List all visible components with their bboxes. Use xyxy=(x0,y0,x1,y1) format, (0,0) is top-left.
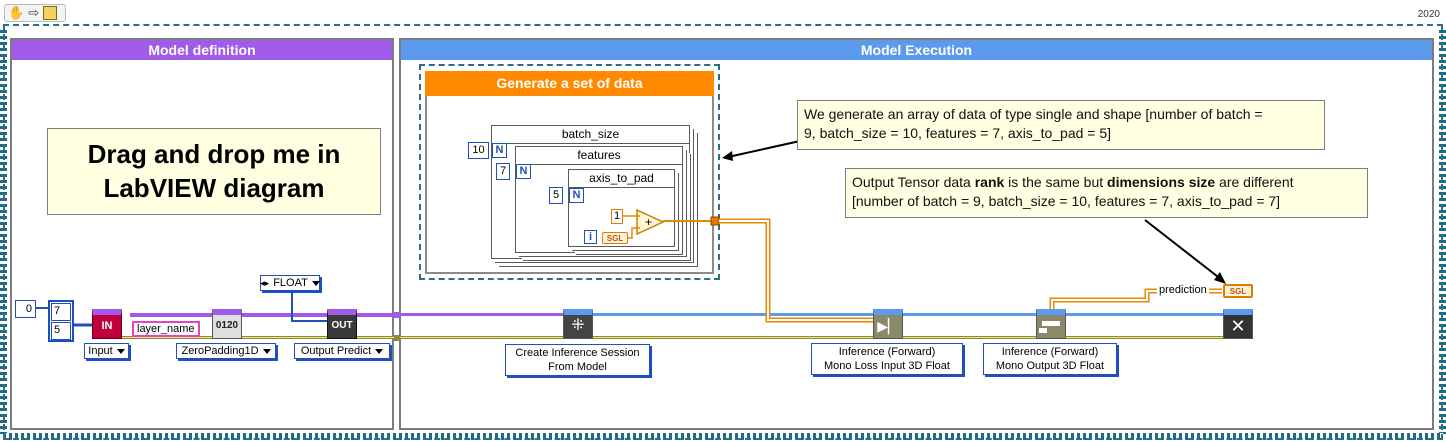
version-label: 2020 xyxy=(1417,9,1440,20)
features-constant[interactable]: 7 xyxy=(496,163,510,180)
note-arrowhead-tensor xyxy=(1214,272,1226,284)
zeropadding-polymorphic-ring[interactable]: ZeroPadding1D xyxy=(176,343,276,359)
wire-session[interactable] xyxy=(590,313,1230,316)
wire-data-array-core xyxy=(719,220,895,321)
output-polymorphic-ring[interactable]: Output Predict xyxy=(294,343,390,359)
input-polymorphic-ring[interactable]: Input xyxy=(84,343,129,359)
tensor-note-rank: rank xyxy=(974,174,1005,190)
generate-frame-title: Generate a set of data xyxy=(425,71,714,96)
zeropadding1d-vi[interactable]: 0120 xyxy=(212,309,242,339)
tensor-rank-note: Output Tensor data rank is the same but … xyxy=(845,168,1368,218)
note-arrow-tensor xyxy=(1144,219,1223,281)
drag-line-2: LabVIEW diagram xyxy=(103,173,325,203)
data-note-line-1: We generate an array of data of type sin… xyxy=(804,106,1263,122)
hand-tool-icon[interactable]: ✋ xyxy=(8,5,25,20)
output-layer-vi[interactable]: OUT xyxy=(327,309,357,339)
arrow-tool-icon[interactable]: ⇨ xyxy=(28,5,40,20)
model-definition-title: Model definition xyxy=(12,40,392,60)
axis-to-pad-constant[interactable]: 5 xyxy=(549,187,563,204)
input-layer-vi[interactable]: IN xyxy=(92,309,122,339)
one-constant[interactable]: 1 xyxy=(611,209,623,224)
create-session-ring[interactable]: Create Inference Session From Model xyxy=(505,344,650,376)
tensor-note-line-1: Output Tensor data rank is the same but … xyxy=(852,173,1361,192)
shape-array-constant[interactable]: 7 5 xyxy=(48,300,74,342)
session-grid-icon: ⁜ xyxy=(571,317,585,334)
float-type-ring[interactable]: ◂▸ FLOAT xyxy=(260,275,320,291)
wire-float-enum[interactable] xyxy=(291,291,330,322)
prediction-wire-label: prediction xyxy=(1157,284,1209,296)
output-ring-label: Output Predict xyxy=(300,345,372,357)
wire-data-array[interactable] xyxy=(719,218,895,323)
float-type-ring-label: FLOAT xyxy=(273,277,308,289)
loop-output-tunnel[interactable] xyxy=(710,216,720,226)
shape-array-element-1[interactable]: 5 xyxy=(51,322,71,340)
flat-sequence-frame xyxy=(3,24,1443,440)
run-arrow-icon[interactable] xyxy=(43,6,58,20)
inference-output-ring[interactable]: Inference (Forward) Mono Output 3D Float xyxy=(983,343,1117,375)
inference-loss-vi[interactable]: ▶▏ xyxy=(873,309,903,339)
loop-label-axis-to-pad: axis_to_pad xyxy=(569,170,674,188)
layer-name-constant[interactable]: layer_name xyxy=(132,321,200,337)
add-function-icon[interactable]: + xyxy=(636,209,664,235)
prediction-indicator[interactable]: SGL xyxy=(1223,284,1253,298)
forward-a-line-2: Mono Loss Input 3D Float xyxy=(824,360,950,372)
chevron-down-icon[interactable] xyxy=(375,348,384,354)
model-execution-title: Model Execution xyxy=(401,40,1432,60)
chevron-down-icon[interactable] xyxy=(311,280,320,286)
batch-count-terminal[interactable]: N xyxy=(492,143,507,158)
features-count-terminal[interactable]: N xyxy=(516,164,531,179)
shape-array-element-0[interactable]: 7 xyxy=(51,303,71,321)
forward-a-line-1: Inference (Forward) xyxy=(838,346,936,358)
wire-model-class[interactable] xyxy=(130,313,400,317)
note-arrow-data xyxy=(727,140,801,158)
create-ring-line-2: From Model xyxy=(548,361,607,373)
wire-error-cluster-stripe xyxy=(120,337,1230,338)
frame-border-bottom xyxy=(3,433,1443,440)
inference-loss-ring[interactable]: Inference (Forward) Mono Loss Input 3D F… xyxy=(811,343,963,375)
wire-tunnel-error[interactable] xyxy=(394,335,400,341)
note-arrowhead-data xyxy=(722,151,733,161)
drag-line-1: Drag and drop me in xyxy=(87,139,341,169)
inference-output-vi[interactable] xyxy=(1036,309,1066,339)
wire-sgl-to-add[interactable] xyxy=(628,227,640,239)
zeropadding-ring-label: ZeroPadding1D xyxy=(181,345,259,357)
to-single-icon[interactable]: SGL xyxy=(602,232,628,244)
wire-tunnel-class[interactable] xyxy=(394,312,400,318)
forward-b-line-1: Inference (Forward) xyxy=(1001,346,1099,358)
tensor-note-mid: is the same but xyxy=(1004,174,1108,190)
close-x-icon: ✕ xyxy=(1230,316,1246,336)
tensor-note-line-2: [number of batch = 9, batch_size = 10, f… xyxy=(852,193,1281,209)
input-ring-label: Input xyxy=(88,345,113,357)
drag-and-drop-label: Drag and drop me in LabVIEW diagram xyxy=(47,128,381,215)
chevron-down-icon[interactable] xyxy=(116,348,125,354)
forward-play-icon: ▶▏ xyxy=(877,318,899,334)
tensor-note-dims: dimensions size xyxy=(1107,174,1216,190)
data-note-line-2: 9, batch_size = 10, features = 7, axis_t… xyxy=(804,125,1112,141)
generate-frame-border xyxy=(419,64,720,280)
tensor-note-pre: Output Tensor data xyxy=(852,174,975,190)
ring-increment-icon[interactable]: ◂▸ xyxy=(260,277,270,288)
array-index-display[interactable]: 0 xyxy=(15,300,36,318)
diagram-toolbar[interactable]: ✋ ⇨ xyxy=(4,4,66,22)
tensor-note-post: are different xyxy=(1215,174,1294,190)
iteration-terminal: i xyxy=(584,230,597,244)
add-symbol: + xyxy=(645,215,652,229)
forward-b-line-2: Mono Output 3D Float xyxy=(995,360,1105,372)
create-ring-line-1: Create Inference Session xyxy=(515,347,640,359)
forward-bars-icon xyxy=(1042,321,1060,326)
forward-bars-icon-small xyxy=(1039,328,1047,333)
loop-label-batch-size: batch_size xyxy=(492,126,689,144)
chevron-down-icon[interactable] xyxy=(262,348,271,354)
loop-label-features: features xyxy=(516,147,682,165)
batch-size-constant[interactable]: 10 xyxy=(468,142,489,159)
close-session-vi[interactable]: ✕ xyxy=(1223,309,1253,339)
model-definition-pane: Model definition xyxy=(10,38,394,430)
data-shape-note: We generate an array of data of type sin… xyxy=(797,100,1325,150)
wire-model-to-session[interactable] xyxy=(400,313,575,316)
axis-count-terminal[interactable]: N xyxy=(569,188,584,203)
create-session-vi[interactable]: ⁜ xyxy=(563,309,593,339)
